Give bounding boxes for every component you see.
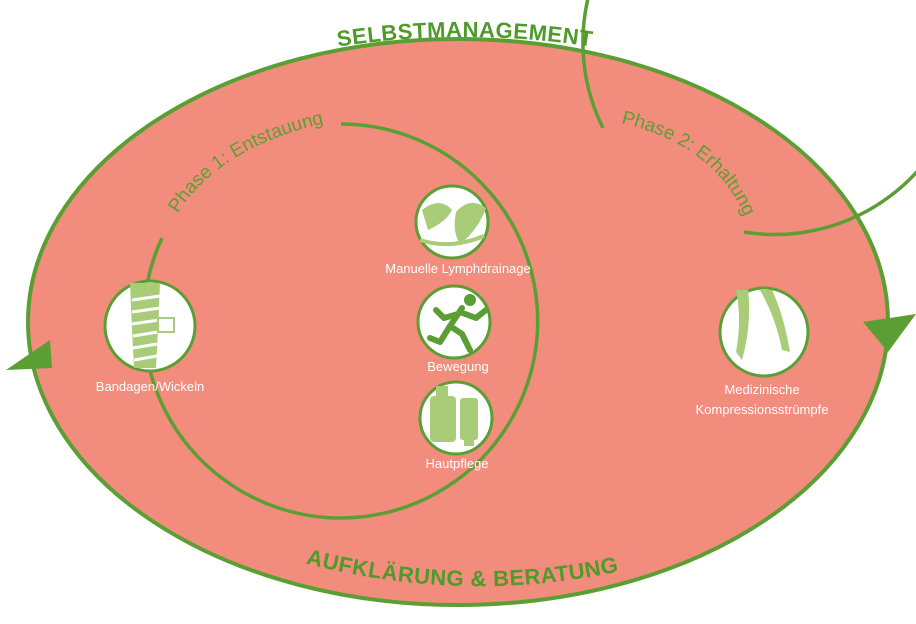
compression-stocking-legs-icon	[718, 286, 810, 378]
lymph-label: Manuelle Lymphdrainage	[385, 261, 531, 276]
massage-hands-icon	[414, 184, 490, 260]
running-person-icon	[416, 284, 492, 360]
phase1-circle	[141, 122, 540, 520]
stockings-label-line2: Kompressionsstrümpfe	[696, 402, 829, 417]
bandaged-leg-icon	[103, 279, 197, 373]
skincare-bottles-icon	[418, 380, 494, 456]
stockings-label-line1: Medizinische	[724, 382, 799, 397]
bandages-label: Bandagen/Wickeln	[96, 379, 204, 394]
right-arrow-icon	[863, 314, 916, 352]
left-arrow-icon	[6, 340, 52, 370]
skin-label: Hautpflege	[426, 456, 489, 471]
phase2-circle	[581, 0, 916, 237]
movement-label: Bewegung	[427, 359, 488, 374]
